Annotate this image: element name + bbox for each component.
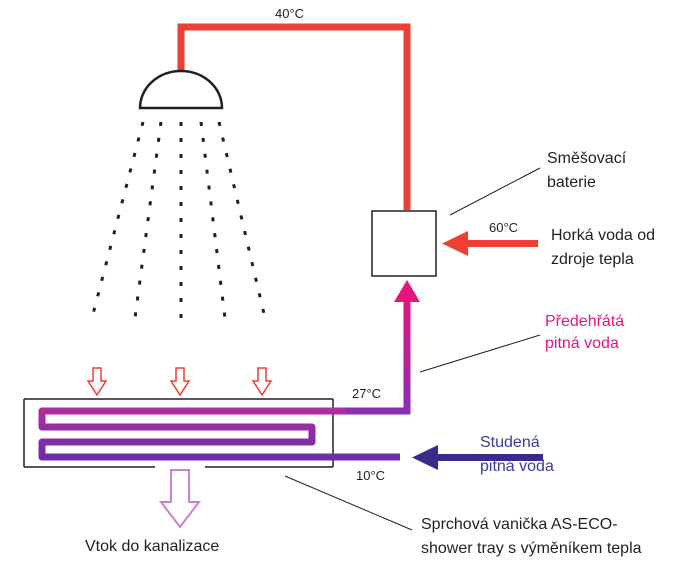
label-cold-water-line2: pitná voda — [480, 458, 554, 475]
label-preheated-water-line1: Předehřátá — [545, 313, 624, 330]
label-hot-water-line1: Horká voda od — [551, 227, 655, 244]
label-hot-water: Horká voda od zdroje tepla — [551, 227, 660, 268]
label-mixing-valve: Směšovací baterie — [547, 150, 631, 191]
label-shower-tray-line1: Sprchová vanička AS-ECO- — [421, 516, 618, 533]
shower-head-icon — [138, 69, 224, 110]
mixing-valve-leader — [449, 167, 541, 216]
heat-exchanger-coil — [38, 407, 400, 461]
label-shower-tray: Sprchová vanička AS-ECO- shower tray s v… — [421, 516, 642, 557]
water-spray — [90, 121, 267, 319]
label-preheated-water-line2: pitná voda — [545, 335, 619, 352]
hot-supply-pipe — [177, 23, 411, 210]
shower-tray-leader — [284, 475, 413, 531]
hot-inlet-arrow — [442, 231, 538, 256]
temp-cold-inlet: 10°C — [356, 468, 385, 483]
preheated-leader — [419, 334, 541, 373]
temp-preheated-outlet: 27°C — [352, 386, 381, 401]
cold-inlet-arrow — [412, 445, 543, 470]
preheated-arrowhead — [394, 280, 420, 302]
label-cold-water-line1: Studená — [480, 434, 540, 451]
label-preheated-water: Předehřátá pitná voda — [545, 313, 629, 352]
label-hot-water-line2: zdroje tepla — [551, 251, 634, 268]
label-mixing-valve-line1: Směšovací — [547, 150, 627, 167]
waste-arrow-icon-3 — [251, 367, 273, 397]
label-drain: Vtok do kanalizace — [85, 538, 219, 555]
waste-water-arrows — [86, 367, 273, 397]
mixing-valve-box — [371, 210, 437, 277]
temp-hot-inlet: 60°C — [489, 220, 518, 235]
label-shower-tray-line2: shower tray s výměníkem tepla — [421, 540, 642, 557]
waste-arrow-icon-2 — [169, 367, 191, 397]
temp-shower-supply: 40°C — [275, 6, 304, 21]
preheated-riser-pipe — [320, 300, 411, 415]
label-mixing-valve-line2: baterie — [547, 174, 596, 191]
waste-arrow-icon-1 — [86, 367, 108, 397]
label-cold-water: Studená pitná voda — [480, 434, 554, 475]
drain-arrow-icon — [158, 469, 202, 529]
